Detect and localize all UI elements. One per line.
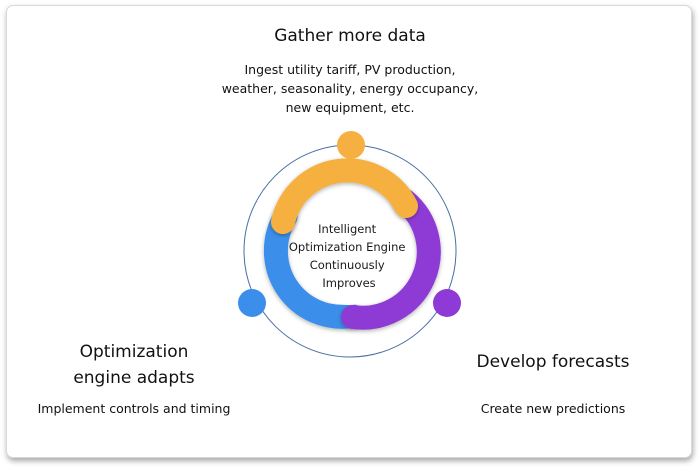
gather-desc-line-2: weather, seasonality, energy occupancy, bbox=[221, 81, 479, 96]
gather-description: Ingest utility tariff, PV production, we… bbox=[200, 60, 500, 117]
gather-title: Gather more data bbox=[274, 26, 426, 46]
center-line-4: Improves bbox=[322, 276, 375, 290]
adapt-title: Optimization engine adapts bbox=[34, 339, 234, 391]
center-line-1: Intelligent bbox=[318, 222, 377, 236]
gather-desc-line-1: Ingest utility tariff, PV production, bbox=[244, 62, 456, 77]
forecast-description: Create new predictions bbox=[480, 401, 626, 416]
ring-segment-purple bbox=[341, 189, 441, 330]
forecast-title: Develop forecasts bbox=[476, 352, 630, 372]
gather-desc-line-3: new equipment, etc. bbox=[285, 100, 415, 115]
svg-text:Intelligent Optimization E: Intelligent Optimization Engine Continuo… bbox=[289, 222, 409, 290]
center-disc bbox=[295, 197, 403, 305]
adapt-dot bbox=[238, 289, 266, 317]
ring-segment-blue bbox=[263, 204, 364, 329]
center-line-3: Continuously bbox=[310, 258, 385, 272]
adapt-title-line-1: Optimization bbox=[79, 342, 189, 362]
ring-segment-orange bbox=[271, 158, 418, 234]
gather-dot bbox=[337, 131, 365, 159]
cycle-ring bbox=[263, 158, 441, 330]
forecast-dot bbox=[433, 289, 461, 317]
adapt-title-line-2: engine adapts bbox=[73, 368, 195, 388]
adapt-description: Implement controls and timing bbox=[37, 401, 231, 416]
center-line-2: Optimization Engine bbox=[289, 240, 406, 254]
